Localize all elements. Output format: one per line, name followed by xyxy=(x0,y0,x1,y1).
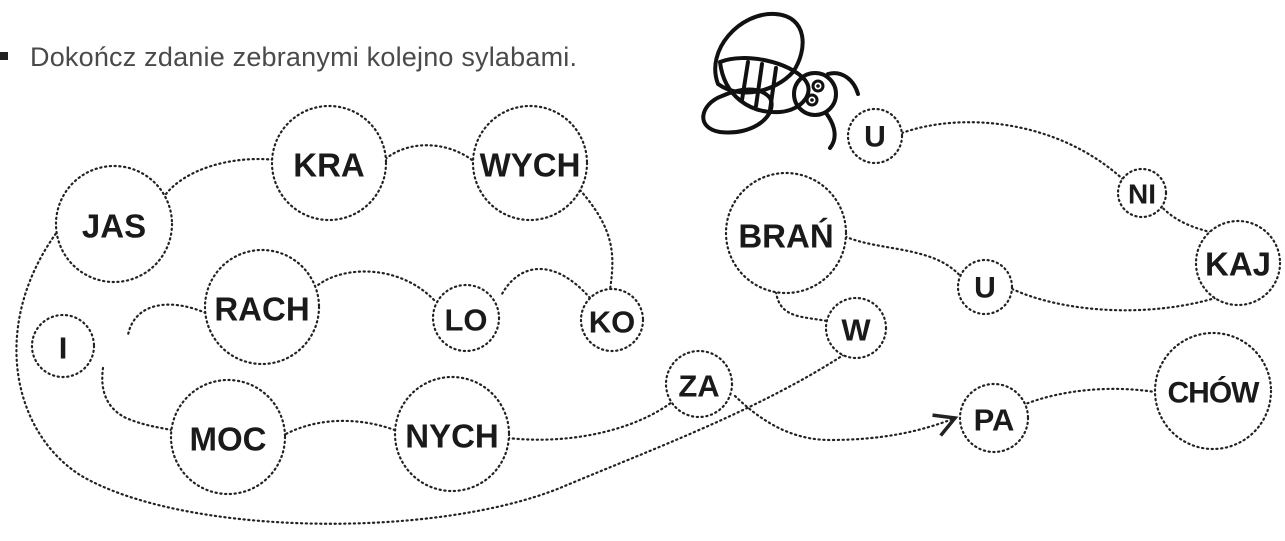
syllable-node-wych[interactable]: WYCH xyxy=(471,104,589,222)
path-lo-rach xyxy=(316,270,436,302)
syllable-node-kra[interactable]: KRA xyxy=(270,104,388,222)
syllable-node-u-start[interactable]: U xyxy=(846,107,904,165)
syllable-node-chow[interactable]: CHÓW xyxy=(1153,331,1273,451)
syllable-node-moc[interactable]: MOC xyxy=(169,378,287,496)
syllable-node-i[interactable]: I xyxy=(30,313,96,379)
path-jas-kra xyxy=(164,158,278,196)
path-rach-deadend xyxy=(126,303,212,337)
path-kra-wych xyxy=(380,144,474,164)
path-w-longloop xyxy=(15,226,850,525)
maze-paths xyxy=(15,121,1227,525)
syllable-node-lo[interactable]: LO xyxy=(431,283,501,353)
syllable-node-w[interactable]: W xyxy=(824,296,888,360)
path-u-bran xyxy=(842,234,964,280)
path-wych-ko xyxy=(578,188,614,292)
syllable-node-za[interactable]: ZA xyxy=(664,349,734,419)
path-ko-lo xyxy=(500,267,592,300)
syllable-node-rach[interactable]: RACH xyxy=(203,248,321,366)
syllable-node-bran[interactable]: BRAŃ xyxy=(724,171,848,295)
syllable-node-pa[interactable]: PA xyxy=(958,382,1030,454)
path-pa-chow xyxy=(1021,387,1157,407)
bee-icon xyxy=(701,11,860,150)
path-moc-nych xyxy=(280,419,402,438)
syllable-node-ni[interactable]: NI xyxy=(1116,167,1168,219)
bullet-marker xyxy=(0,52,8,61)
path-nych-za xyxy=(506,400,674,441)
path-u-ni xyxy=(900,121,1130,186)
path-kaj-u xyxy=(1008,286,1227,312)
path-bran-w xyxy=(774,290,834,324)
syllable-node-jas[interactable]: JAS xyxy=(54,164,174,284)
instruction-label: Dokończ zdanie zebranymi kolejno sylabam… xyxy=(30,42,578,72)
path-ni-kaj xyxy=(1158,203,1212,234)
syllable-node-kaj[interactable]: KAJ xyxy=(1194,219,1282,307)
syllable-node-u-mid[interactable]: U xyxy=(956,258,1014,316)
path-za-pa xyxy=(733,394,959,442)
syllable-node-nych[interactable]: NYCH xyxy=(393,375,511,493)
syllable-node-ko[interactable]: KO xyxy=(579,287,645,353)
instruction-text: Dokończ zdanie zebranymi kolejno sylabam… xyxy=(0,42,577,73)
path-i-deadend xyxy=(101,366,180,434)
